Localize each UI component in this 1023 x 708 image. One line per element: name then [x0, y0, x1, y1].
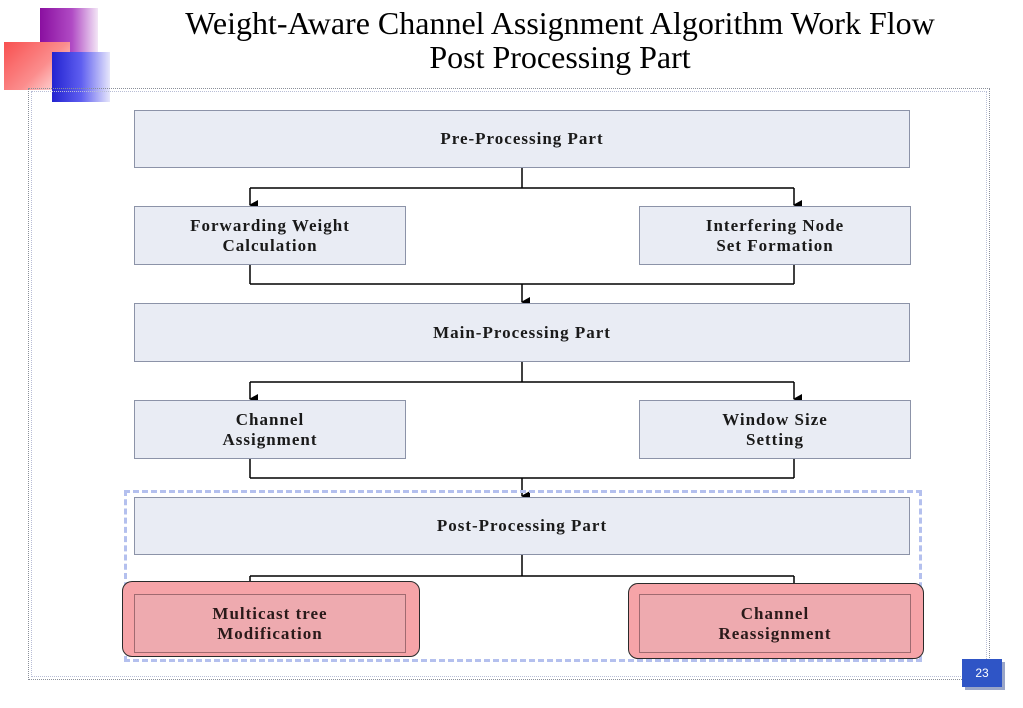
multicast-tree-box: Multicast tree Modification — [134, 594, 406, 653]
title-line-2: Post Processing Part — [429, 39, 691, 75]
main-processing-box: Main-Processing Part — [134, 303, 910, 362]
title-line-1: Weight-Aware Channel Assignment Algorith… — [185, 5, 935, 41]
content-frame — [28, 88, 990, 680]
page-number-badge: 23 — [962, 659, 1002, 687]
slide-title: Weight-Aware Channel Assignment Algorith… — [120, 6, 1000, 74]
forwarding-weight-box: Forwarding Weight Calculation — [134, 206, 406, 265]
content-frame-inner — [31, 91, 987, 677]
interfering-node-box: Interfering Node Set Formation — [639, 206, 911, 265]
window-size-box: Window Size Setting — [639, 400, 911, 459]
channel-assignment-box: Channel Assignment — [134, 400, 406, 459]
post-processing-highlight — [124, 490, 922, 662]
corner-decoration — [0, 0, 120, 110]
post-processing-box: Post-Processing Part — [134, 497, 910, 555]
channel-reassignment-box: Channel Reassignment — [639, 594, 911, 653]
pre-processing-box: Pre-Processing Part — [134, 110, 910, 168]
deco-square-blue — [52, 52, 110, 102]
